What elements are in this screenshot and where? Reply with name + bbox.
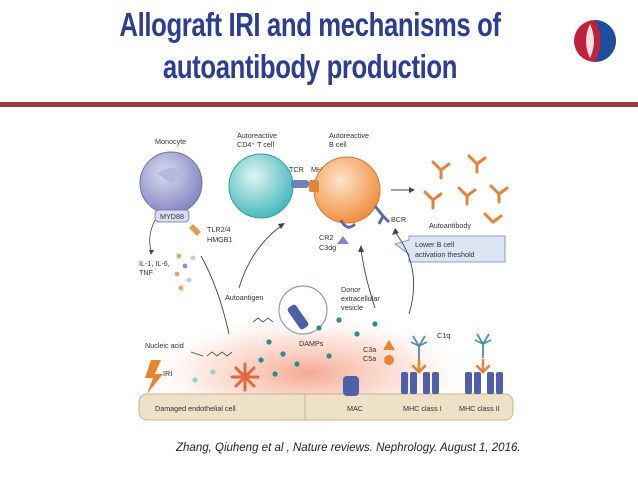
antibody-arrowhead-icon — [409, 187, 415, 193]
threshold-box — [394, 235, 506, 263]
vesicle-label-line2: extracellular — [341, 294, 380, 303]
threshold-line2: activation theshold — [415, 250, 475, 259]
title-line-2: autoantibody production — [162, 48, 458, 85]
logo-white-stroke — [586, 24, 594, 58]
myd88-box — [154, 209, 190, 223]
nucleic-acid-label: Nucleic acid — [145, 341, 184, 350]
iri-mechanism-diagram: Damaged endothelial cell MAC MHC class I… — [138, 131, 514, 426]
myd88-label: MYD88 — [160, 212, 184, 221]
c3dg-up-arrowhead-icon — [358, 245, 364, 252]
citation: Zhang, Qiuheng et al , Nature reviews. N… — [176, 442, 521, 454]
title-line-1: Allograft IRI and mechanisms of — [119, 6, 501, 43]
nucleic-acid-pointer — [190, 351, 204, 357]
antigen-up-arrow — [238, 225, 282, 289]
damp-star-icon — [230, 362, 260, 392]
bcell-cell — [313, 156, 381, 224]
monocyte-label: Monocyte — [155, 137, 186, 146]
autoantigen-label: Autoantigen — [225, 293, 263, 302]
cytokines-line2: TNF — [139, 268, 154, 277]
donor-vesicle — [278, 285, 328, 335]
c1q-label: C1q — [437, 331, 450, 340]
title-divider — [0, 102, 638, 107]
vesicle-label-line3: vesicle — [341, 303, 363, 312]
logo-blue-half — [595, 20, 616, 62]
slide-title: Allograft IRI and mechanisms of autoanti… — [115, 4, 505, 88]
c5a-label: C5a — [363, 354, 376, 363]
c3a-triangle-icon — [383, 340, 395, 350]
cr2-label: CR2 — [319, 233, 333, 242]
bcr-up-arrowhead-icon — [392, 228, 399, 235]
mhc-class2-receptors-icon — [465, 372, 503, 394]
c3dg-label: C3dg — [319, 243, 336, 252]
mac-label: MAC — [347, 404, 363, 413]
bcell-label-line1: Autoreactive — [329, 131, 369, 140]
cytokine-dots — [174, 253, 196, 291]
tcell-label-line2: CD4⁺ T cell — [237, 140, 274, 149]
c3dg-up-arrow — [360, 249, 376, 309]
c1q-molecule-icon — [410, 333, 492, 360]
damps-label: DAMPs — [299, 339, 324, 348]
tcr-label: TCR — [289, 165, 304, 174]
bcr-label: BCR — [391, 215, 406, 224]
autoantibody-label: Autoantibody — [429, 221, 471, 230]
c3a-label: C3a — [363, 345, 376, 354]
mhc-class1-receptors-icon — [401, 372, 439, 394]
autoantigen-squiggle-icon — [252, 317, 274, 323]
vesicle-label-line1: Donor — [341, 285, 361, 294]
iri-label: IRI — [163, 369, 172, 378]
bound-antibody-icon — [411, 358, 491, 374]
threshold-line1: Lower B cell — [415, 240, 455, 249]
mhc-class2-label: MHC class II — [459, 404, 500, 413]
mhc-receptor-icon — [309, 180, 319, 192]
endothelial-label: Damaged endothelial cell — [155, 404, 236, 413]
c5a-circle-icon — [384, 355, 394, 365]
endothelial-membrane — [138, 393, 514, 421]
journal-logo-icon — [574, 20, 616, 62]
c3dg-marker-icon — [337, 236, 349, 244]
bcr-up-arrow — [394, 231, 415, 315]
vesicle-mhc-icon — [287, 304, 309, 330]
iri-lightning-icon — [145, 360, 163, 394]
tcr-receptor-icon — [291, 180, 309, 188]
bcr-receptor-icon — [373, 205, 391, 225]
hmgb1-up-arrow — [200, 255, 230, 335]
cytokine-arrowhead-icon — [149, 250, 154, 255]
bcell-label-line2: B cell — [329, 140, 347, 149]
hmgb1-label: HMGB1 — [207, 235, 233, 244]
damp-dots — [192, 317, 378, 383]
mhc-label: MHC — [311, 165, 327, 174]
tcell-cell — [228, 153, 294, 219]
tlr-label: TLR2/4 — [207, 225, 231, 234]
cytokines-line1: IL-1, IL-6, — [139, 259, 170, 268]
mac-channel-icon — [343, 376, 359, 396]
tlr-receptor-icon — [189, 224, 201, 236]
antigen-up-arrowhead-icon — [278, 223, 285, 229]
cr2-receptor-icon — [339, 219, 357, 229]
monocyte-nucleus — [157, 168, 185, 184]
mhc-class1-label: MHC class I — [403, 404, 442, 413]
cytokine-arrow — [149, 219, 156, 251]
autoantibody-cluster-icon — [423, 154, 509, 224]
tcell-label-line1: Autoreactive — [237, 131, 277, 140]
nucleic-acid-squiggle-icon — [206, 351, 233, 357]
